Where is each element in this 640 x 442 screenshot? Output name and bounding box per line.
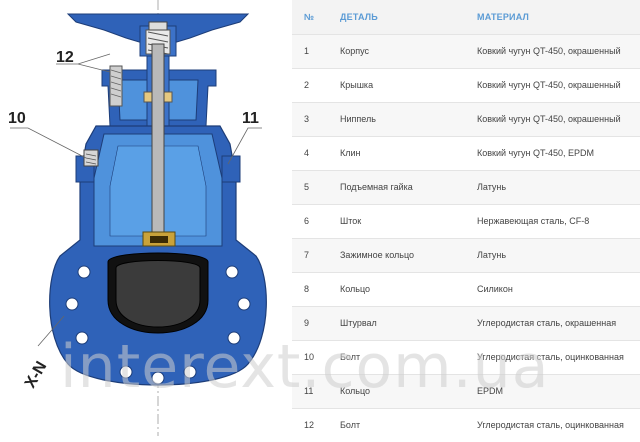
cell-part: Шток [328,203,465,238]
cell-num: 11 [292,373,328,408]
valve-drawing: 12 10 11 X-N [0,0,292,436]
cell-material: Ковкий чугун QT-450, окрашенный [465,67,640,102]
cell-material: Силикон [465,271,640,306]
cell-num: 8 [292,271,328,306]
cell-part: Зажимное кольцо [328,237,465,272]
cell-material: Ковкий чугун QT-450, EPDM [465,135,640,170]
cell-num: 1 [292,33,328,68]
cell-num: 9 [292,305,328,340]
cell-num: 4 [292,135,328,170]
cell-material: Углеродистая сталь, оцинкованная [465,407,640,442]
cell-part: Ниппель [328,101,465,136]
stem [151,43,165,245]
cell-material: Латунь [465,169,640,204]
cell-num: 5 [292,169,328,204]
valve-section-diagram: 12 10 11 X-N [8,0,267,436]
cell-num: 2 [292,67,328,102]
cell-part: Болт [328,407,465,442]
callout-11: 11 [242,110,259,127]
cell-num: 7 [292,237,328,272]
cell-material: Углеродистая сталь, окрашенная [465,305,640,340]
cell-part: Клин [328,135,465,170]
table-header-row: № ДЕТАЛЬ МАТЕРИАЛ [292,0,640,34]
cell-part: Подъемная гайка [328,169,465,204]
cell-num: 12 [292,407,328,442]
wedge-core [115,260,201,328]
leader-lines [10,53,262,347]
cell-material: Ковкий чугун QT-450, окрашенный [465,101,640,136]
lifting-nut-slot [150,236,168,243]
cell-part: Корпус [328,33,465,68]
cell-part: Крышка [328,67,465,102]
cell-part: Штурвал [328,305,465,340]
cell-material: Латунь [465,237,640,272]
cell-material: Углеродистая сталь, оцинкованная [465,339,640,374]
callout-10: 10 [8,110,26,127]
cell-part: Кольцо [328,271,465,306]
cell-material: EPDM [465,373,640,408]
cell-num: 6 [292,203,328,238]
cell-num: 10 [292,339,328,374]
cell-material: Ковкий чугун QT-450, окрашенный [465,33,640,68]
cell-material: Нержавеющая сталь, CF-8 [465,203,640,238]
header-num: № [304,11,315,22]
section-label: X-N [22,359,51,391]
header-part: ДЕТАЛЬ [340,11,378,22]
callout-12: 12 [56,49,74,66]
header-material: МАТЕРИАЛ [477,11,530,22]
cell-part: Болт [328,339,465,374]
flange-bolt-holes [65,265,251,385]
cell-num: 3 [292,101,328,136]
cell-part: Кольцо [328,373,465,408]
